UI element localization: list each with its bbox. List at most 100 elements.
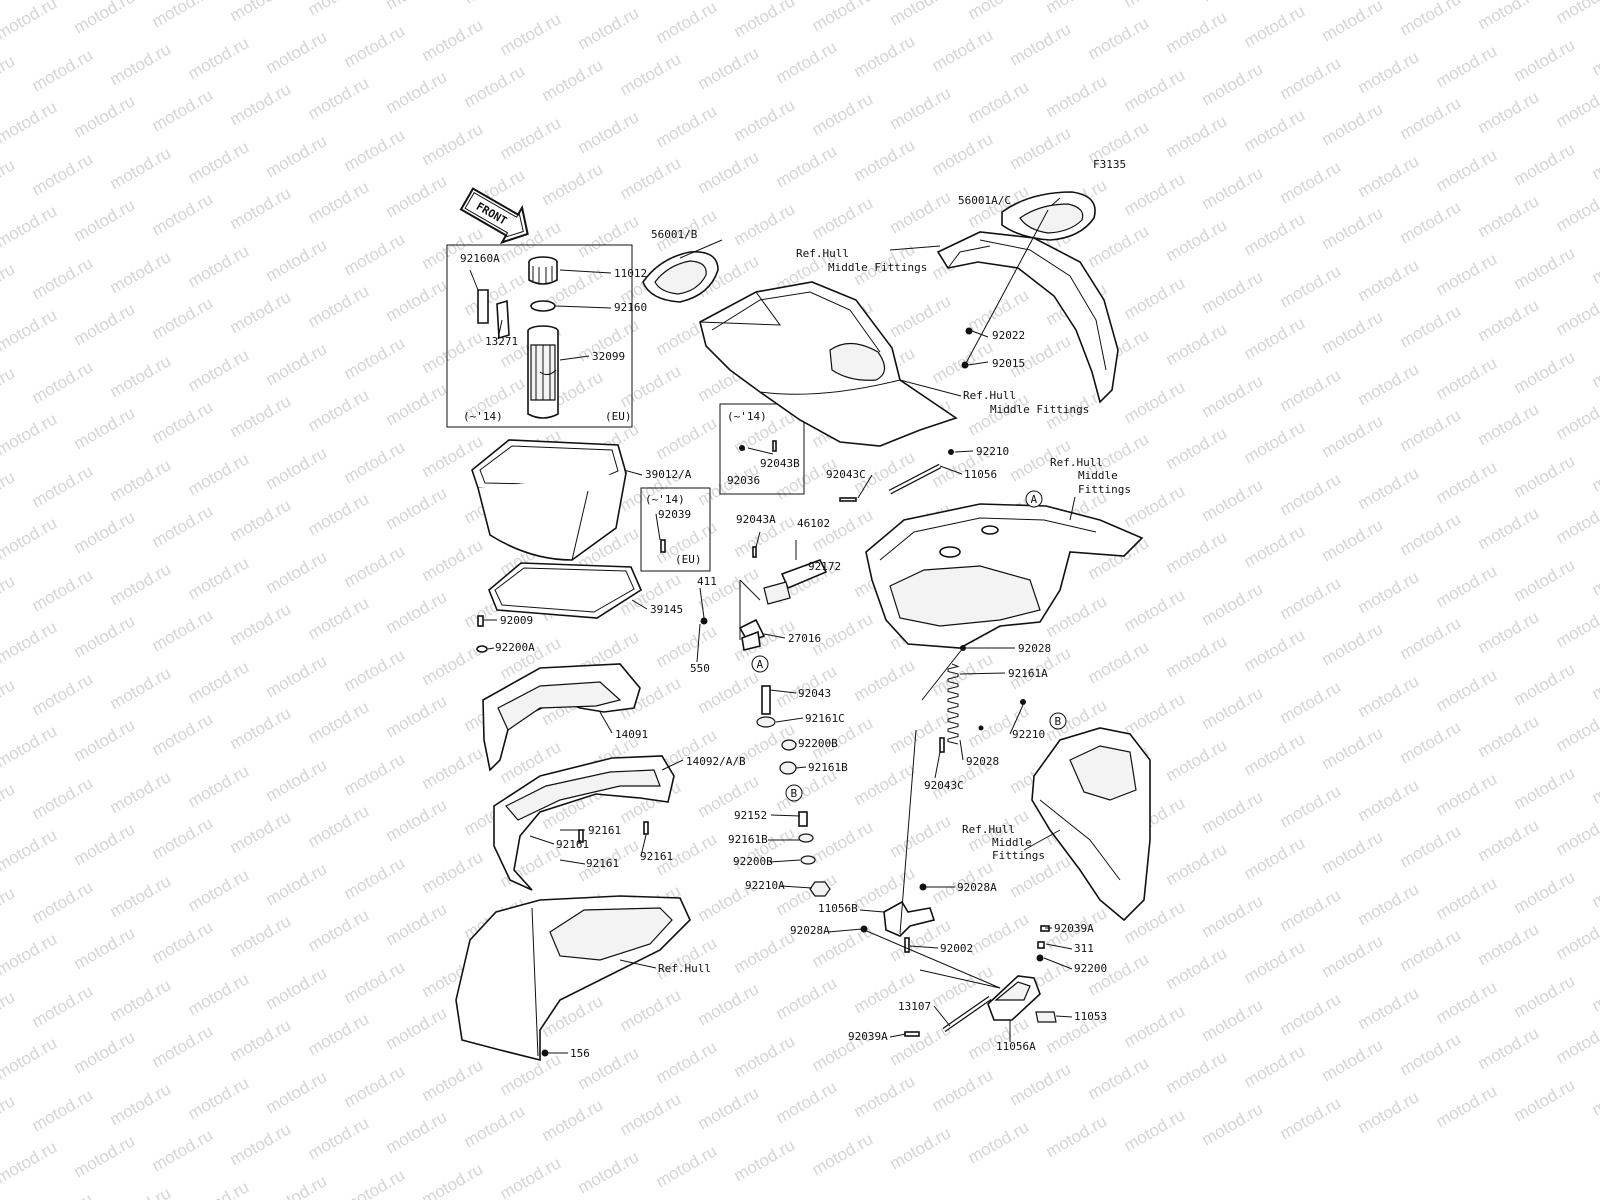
watermark-text: motod.ru <box>1319 307 1387 357</box>
watermark-text: motod.ru <box>107 1079 175 1129</box>
watermark-text: motod.ru <box>851 135 919 185</box>
watermark-text: motod.ru <box>0 1033 60 1083</box>
leader-line <box>859 909 885 913</box>
leader-line <box>861 928 1001 989</box>
leader-line <box>747 447 774 455</box>
watermark-text: motod.ru <box>0 825 60 875</box>
watermark-text: motod.ru <box>1085 13 1153 63</box>
watermark-text: motod.ru <box>1397 1029 1465 1079</box>
part-label-92043a: 92043A <box>736 513 776 526</box>
watermark-text: motod.ru <box>29 1189 97 1200</box>
part-label-EUb: (EU) <box>675 553 702 566</box>
leader-line <box>497 319 503 340</box>
watermark-text: motod.ru <box>1589 1069 1600 1119</box>
watermark-text: motod.ru <box>1121 273 1189 323</box>
watermark-text: motod.ru <box>1475 711 1543 761</box>
watermark-text: motod.ru <box>185 345 253 395</box>
watermark-text: motod.ru <box>1163 631 1231 681</box>
watermark-text: motod.ru <box>1277 885 1345 935</box>
watermark-text: motod.ru <box>227 1119 295 1169</box>
watermark-text: motod.ru <box>1397 925 1465 975</box>
part-label-Ref4a: Ref.Hull <box>962 823 1015 836</box>
watermark-text: motod.ru <box>107 351 175 401</box>
watermark-text: motod.ru <box>1241 209 1309 259</box>
watermark-text: motod.ru <box>1163 319 1231 369</box>
leader-line <box>699 587 705 619</box>
watermark-text: motod.ru <box>1277 157 1345 207</box>
watermark-text: motod.ru <box>383 1003 451 1053</box>
watermark-text: motod.ru <box>1241 833 1309 883</box>
watermark-text: motod.ru <box>965 0 1033 23</box>
watermark-text: motod.ru <box>1397 197 1465 247</box>
watermark-text: motod.ru <box>1397 717 1465 767</box>
part-label-92043c_a: 92043C <box>826 468 866 481</box>
watermark-text: motod.ru <box>1319 99 1387 149</box>
watermark-text: motod.ru <box>1241 313 1309 363</box>
watermark-text: motod.ru <box>1199 163 1267 213</box>
watermark-text: motod.ru <box>539 0 607 1</box>
watermark-text: motod.ru <box>1553 705 1600 755</box>
watermark-text: motod.ru <box>29 253 97 303</box>
leader-line <box>696 623 701 663</box>
watermark-text: motod.ru <box>1589 237 1600 287</box>
watermark-text: motod.ru <box>0 259 18 309</box>
watermark-text: motod.ru <box>1475 191 1543 241</box>
watermark-text: motod.ru <box>149 397 217 447</box>
watermark-text: motod.ru <box>887 291 955 341</box>
hinge-11056b <box>883 900 936 937</box>
watermark-text: motod.ru <box>1241 417 1309 467</box>
watermark-text: motod.ru <box>1121 585 1189 635</box>
watermark-text: motod.ru <box>965 1013 1033 1063</box>
ref-circle-letter: A <box>757 658 764 671</box>
part-label-14b: (~'14) <box>727 410 767 423</box>
part-label-46102: 46102 <box>797 517 830 530</box>
leader-line <box>971 330 989 338</box>
watermark-text: motod.ru <box>1043 71 1111 121</box>
watermark-text: motod.ru <box>929 25 997 75</box>
watermark-text: motod.ru <box>1397 93 1465 143</box>
watermark-text: motod.ru <box>1433 1081 1501 1131</box>
leader-line <box>1043 957 1073 970</box>
part-label-11056a: 11056A <box>996 1040 1036 1053</box>
watermark-text: motod.ru <box>107 975 175 1025</box>
watermark-text: motod.ru <box>461 61 529 111</box>
watermark-text: motod.ru <box>29 669 97 719</box>
watermark-text: motod.ru <box>851 759 919 809</box>
watermark-text: motod.ru <box>419 223 487 273</box>
watermark-text: motod.ru <box>653 1037 721 1087</box>
watermark-text: motod.ru <box>1121 689 1189 739</box>
leader-line <box>959 739 964 761</box>
watermark-text: motod.ru <box>1199 787 1267 837</box>
part-label-Ref1b: Middle Fittings <box>828 261 927 274</box>
watermark-text: motod.ru <box>965 909 1033 959</box>
watermark-text: motod.ru <box>149 85 217 135</box>
watermark-text: motod.ru <box>305 697 373 747</box>
watermark-text: motod.ru <box>0 1091 18 1141</box>
watermark-text: motod.ru <box>419 743 487 793</box>
part-label-92200: 92200 <box>1074 962 1107 975</box>
watermark-text: motod.ru <box>1433 353 1501 403</box>
part-label-311: 311 <box>1074 942 1094 955</box>
watermark-text: motod.ru <box>929 1065 997 1115</box>
watermark-text: motod.ru <box>341 1061 409 1111</box>
watermark-text: motod.ru <box>383 691 451 741</box>
part-label-Ref3b: Middle <box>1078 469 1118 482</box>
watermark-text: motod.ru <box>1319 619 1387 669</box>
watermark-text: motod.ru <box>1355 567 1423 617</box>
watermark-text: motod.ru <box>1241 937 1309 987</box>
watermark-text: motod.ru <box>1553 1017 1600 1067</box>
watermark-text: motod.ru <box>1475 503 1543 553</box>
part-label-92028A2: 92028A <box>790 924 830 937</box>
watermark-text: motod.ru <box>539 159 607 209</box>
watermark-text: motod.ru <box>809 1129 877 1179</box>
watermark-text: motod.ru <box>1355 359 1423 409</box>
watermark-text: motod.ru <box>1397 821 1465 871</box>
watermark-text: motod.ru <box>1589 757 1600 807</box>
watermark-text: motod.ru <box>149 1125 217 1175</box>
clip-11053 <box>1035 1011 1057 1023</box>
watermark-text: motod.ru <box>1277 1093 1345 1143</box>
watermark-text: motod.ru <box>341 229 409 279</box>
part-label-92172: 92172 <box>808 560 841 573</box>
watermark-text: motod.ru <box>1085 221 1153 271</box>
part-label-92022: 92022 <box>992 329 1025 342</box>
